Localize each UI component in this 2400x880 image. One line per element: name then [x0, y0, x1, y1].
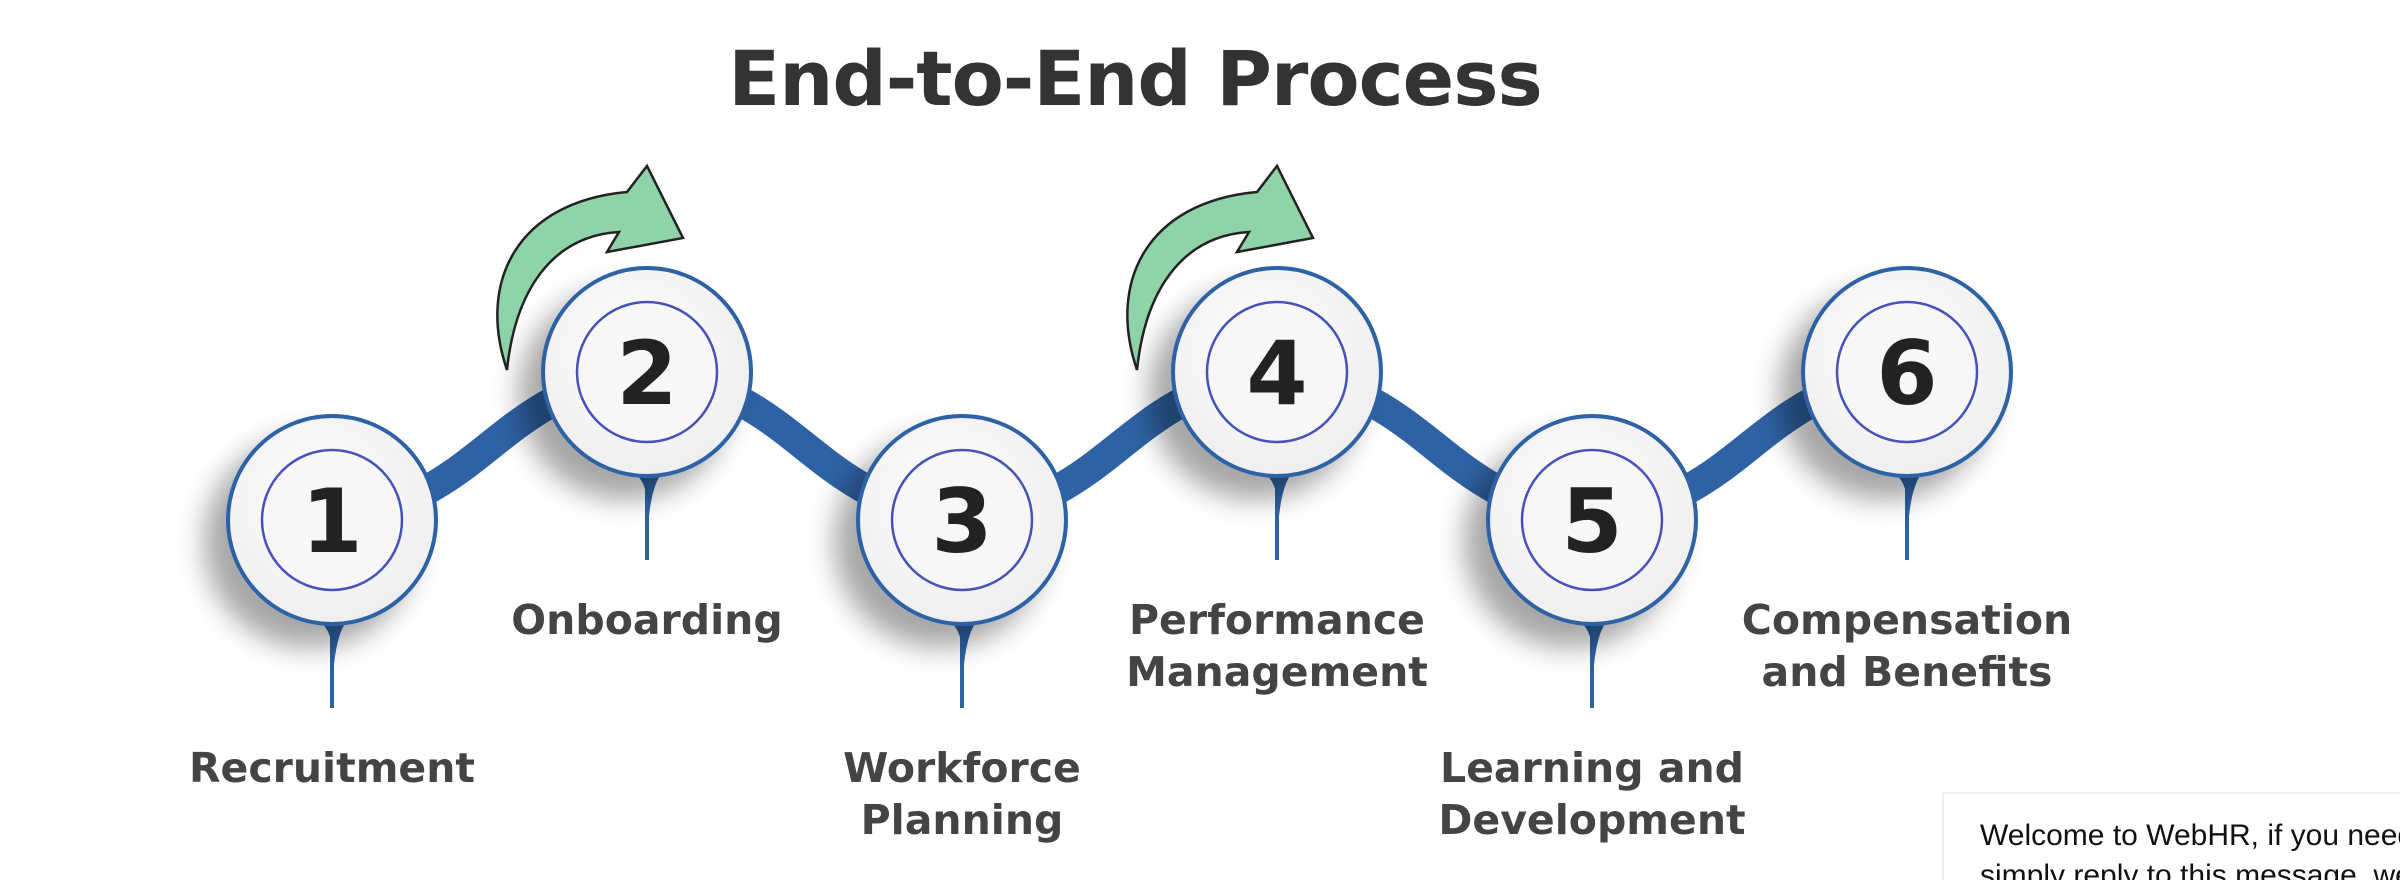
step-number: 1: [301, 470, 362, 573]
step-number: 4: [1246, 322, 1307, 425]
step-label-4: Performance Management: [1126, 596, 1428, 696]
step-number: 2: [616, 322, 677, 425]
arrows: [496, 163, 1315, 371]
step-label-1: Recruitment: [188, 744, 476, 792]
step-node-1: 1: [226, 414, 438, 626]
step-node-2: 2: [541, 266, 753, 478]
step-label-6: Compensation and Benefits: [1741, 596, 2073, 696]
chat-message: Welcome to WebHR, if you need help simpl…: [1980, 816, 2400, 880]
step-node-4: 4: [1171, 266, 1383, 478]
node-inner-ring: [575, 300, 719, 444]
step-label-2: Onboarding: [511, 596, 783, 644]
chat-line-1: Welcome to WebHR, if you need help: [1980, 819, 2400, 852]
curved-arrow-icon: [1126, 163, 1315, 371]
step-number: 5: [1561, 470, 1622, 573]
node-inner-ring: [1205, 300, 1349, 444]
curved-arrow-icon: [496, 163, 685, 371]
step-node-3: 3: [856, 414, 1068, 626]
step-node-5: 5: [1486, 414, 1698, 626]
step-label-3: Workforce Planning: [843, 744, 1081, 844]
node-inner-ring: [1520, 448, 1664, 592]
node-inner-ring: [890, 448, 1034, 592]
chat-line-2: simply reply to this message, we are: [1980, 859, 2400, 880]
node-inner-ring: [260, 448, 404, 592]
page-title: End-to-End Process: [728, 34, 1542, 123]
step-label-5: Learning and Development: [1438, 744, 1746, 844]
stems: [310, 468, 1929, 708]
step-number: 3: [931, 470, 992, 573]
step-number: 6: [1876, 322, 1937, 425]
chat-popup[interactable]: Welcome to WebHR, if you need help simpl…: [1942, 792, 2400, 880]
nodes: 1 2 3 4 5 6: [226, 266, 2013, 626]
node-inner-ring: [1835, 300, 1979, 444]
step-node-6: 6: [1801, 266, 2013, 478]
